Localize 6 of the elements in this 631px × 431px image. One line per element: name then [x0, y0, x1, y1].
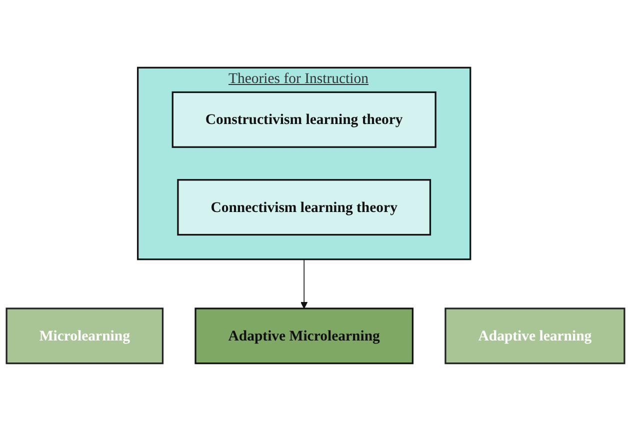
- node-box: Adaptive Microlearning: [194, 308, 414, 364]
- arrow: [300, 258, 308, 309]
- node-box: Constructivism learning theory: [172, 91, 436, 148]
- node-box: Microlearning: [6, 308, 164, 364]
- node-box: Connectivism learning theory: [177, 179, 432, 236]
- node-box: Adaptive learning: [444, 308, 626, 364]
